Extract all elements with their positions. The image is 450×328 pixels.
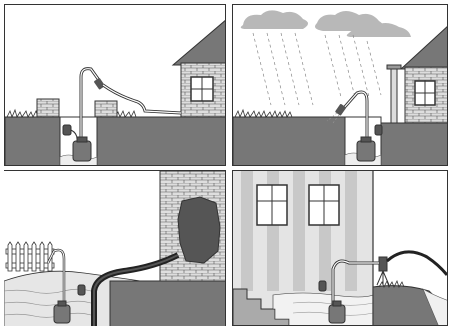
wall-hole: [178, 197, 220, 263]
flooded-basement-panel: [232, 170, 448, 326]
rainwater-panel: [232, 4, 448, 166]
float-switch: [63, 125, 71, 135]
rain-lines: [253, 33, 381, 105]
pump-body: [73, 141, 91, 161]
roof-shape: [173, 19, 226, 65]
flooded-garden-panel: [4, 170, 226, 326]
garden-well-panel: [4, 4, 226, 166]
rainwater-illustration: [233, 5, 448, 166]
cloud-left: [241, 10, 308, 29]
garden-well-illustration: [5, 5, 226, 166]
flooded-basement-illustration: [233, 171, 448, 326]
flooded-garden-illustration: [4, 171, 226, 326]
garden-fence: [6, 242, 54, 271]
